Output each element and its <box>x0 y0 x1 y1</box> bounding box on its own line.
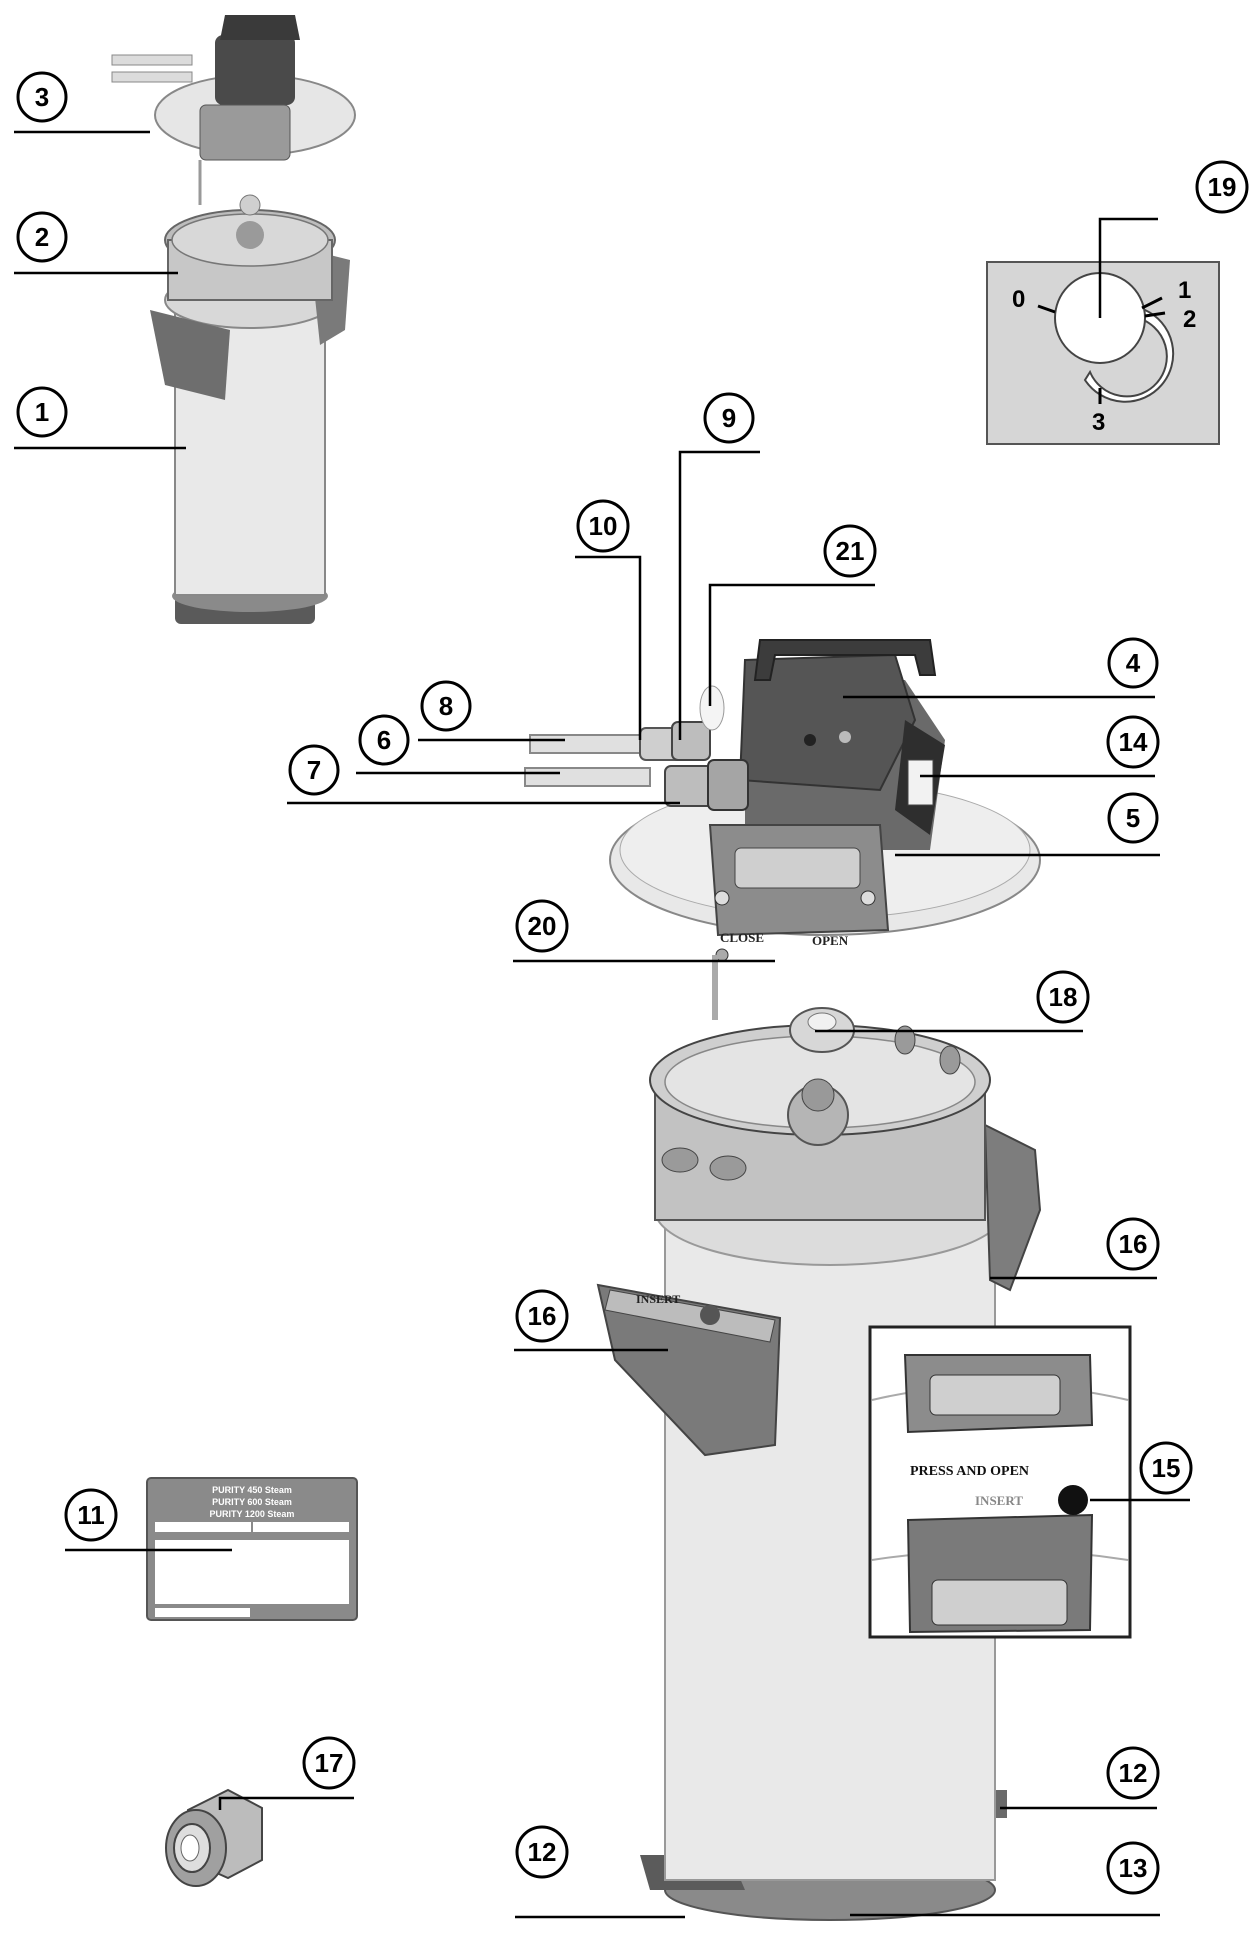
callout-13: 13 <box>1106 1841 1160 1895</box>
callout-4: 4 <box>1107 637 1159 689</box>
callout-badges: 3 2 1 19 9 10 21 4 8 6 14 7 5 20 18 16 1… <box>16 71 1249 1895</box>
callout-18: 18 <box>1036 970 1090 1024</box>
dial-position-3: 3 <box>1092 409 1105 436</box>
callout-11: 11 <box>64 1488 118 1542</box>
carry-handle <box>753 639 937 681</box>
callout-16-right: 16 <box>1106 1217 1160 1271</box>
callout-5: 5 <box>1107 792 1159 844</box>
svg-text:16: 16 <box>1119 1229 1148 1259</box>
svg-text:21: 21 <box>836 536 865 566</box>
svg-text:19: 19 <box>1208 172 1237 202</box>
open-marking: OPEN <box>812 933 849 948</box>
svg-text:13: 13 <box>1119 1853 1148 1883</box>
svg-text:16: 16 <box>528 1301 557 1331</box>
adapter-fitting <box>165 1788 263 1887</box>
svg-text:1: 1 <box>35 397 49 427</box>
callout-2: 2 <box>16 211 68 263</box>
callout-6: 6 <box>358 714 410 766</box>
svg-text:8: 8 <box>439 691 453 721</box>
callout-20: 20 <box>515 899 569 953</box>
svg-text:5: 5 <box>1126 803 1140 833</box>
svg-text:10: 10 <box>589 511 618 541</box>
callout-7: 7 <box>288 744 340 796</box>
svg-text:12: 12 <box>528 1837 557 1867</box>
svg-text:3: 3 <box>35 82 49 112</box>
callout-21: 21 <box>823 524 877 578</box>
callout-1: 1 <box>16 386 68 438</box>
dial-position-1: 1 <box>1178 277 1191 304</box>
svg-text:15: 15 <box>1152 1453 1181 1483</box>
leader-lines <box>14 130 1190 1919</box>
callout-15: 15 <box>1139 1441 1193 1495</box>
svg-text:9: 9 <box>722 403 736 433</box>
svg-text:12: 12 <box>1119 1758 1148 1788</box>
lock-button <box>1058 1485 1088 1515</box>
label-line-2: PURITY 600 Steam <box>212 1497 292 1507</box>
svg-text:14: 14 <box>1119 727 1148 757</box>
lock-detail-inset: PRESS AND OPEN INSERT <box>868 1325 1132 1639</box>
inset-insert: INSERT <box>975 1493 1023 1508</box>
callout-3: 3 <box>16 71 68 123</box>
small-assembly-illustration <box>111 15 356 624</box>
callout-16-left: 16 <box>515 1289 569 1343</box>
svg-text:6: 6 <box>377 725 391 755</box>
svg-text:2: 2 <box>35 222 49 252</box>
svg-text:18: 18 <box>1049 982 1078 1012</box>
outlet-hose <box>524 767 651 787</box>
callout-17: 17 <box>302 1736 356 1790</box>
inset-press-open: PRESS AND OPEN <box>910 1464 1029 1479</box>
insert-marking: INSERT <box>636 1292 680 1306</box>
svg-text:4: 4 <box>1126 648 1141 678</box>
inlet-hose <box>529 734 651 754</box>
close-marking: CLOSE <box>720 930 764 945</box>
svg-text:17: 17 <box>315 1748 344 1778</box>
filter-housing-illustration: INSERT <box>596 1007 1042 1921</box>
label-line-1: PURITY 450 Steam <box>212 1485 292 1495</box>
callout-14: 14 <box>1106 715 1160 769</box>
callout-19: 19 <box>1195 160 1249 214</box>
dial-position-0: 0 <box>1012 286 1025 313</box>
dial-position-2: 2 <box>1183 306 1196 333</box>
svg-text:20: 20 <box>528 911 557 941</box>
cartridge-label-plate: PURITY 450 Steam PURITY 600 Steam PURITY… <box>146 1477 358 1621</box>
callout-8: 8 <box>420 680 472 732</box>
bypass-dial-panel: 0 1 2 3 <box>986 261 1220 445</box>
callout-10: 10 <box>576 499 630 553</box>
svg-text:7: 7 <box>307 755 321 785</box>
callout-9: 9 <box>703 392 755 444</box>
display-window <box>907 759 934 806</box>
label-line-3: PURITY 1200 Steam <box>210 1509 295 1519</box>
callout-12-right: 12 <box>1106 1746 1160 1800</box>
svg-text:11: 11 <box>77 1500 105 1530</box>
callout-12-left: 12 <box>515 1825 569 1879</box>
right-clip <box>983 1123 1042 1292</box>
filter-head-illustration: CLOSE OPEN <box>524 639 1041 1020</box>
